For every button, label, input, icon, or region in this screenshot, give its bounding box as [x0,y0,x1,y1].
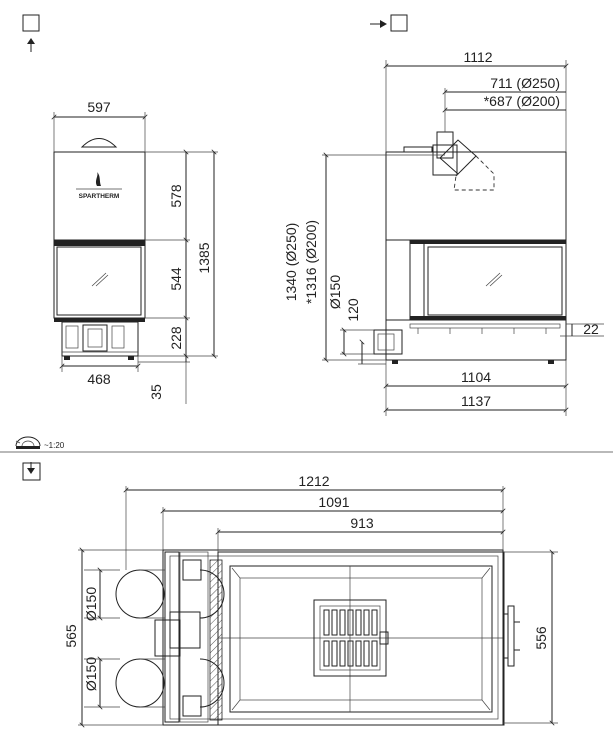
dim-side-depth-base: 1137 [461,393,491,409]
dim-plan-inlet-lower: Ø150 [83,657,99,691]
front-view: SPARTHERM 597 468 578 [51,99,218,404]
dim-plan-width-inner: 913 [350,515,374,531]
scale-label: ~1:20 [44,441,65,450]
dim-front-width-top: 597 [87,99,111,115]
dim-side-flue-200: *687 (Ø200) [484,93,560,109]
dim-front-height-body: 578 [168,184,184,208]
dim-plan-width-total: 1212 [298,473,329,489]
dim-front-height-glass: 544 [168,267,184,291]
dim-side-depth-body: 1104 [461,369,491,385]
view-from-top-icon [22,462,41,481]
spartherm-logo: SPARTHERM [76,172,122,200]
dim-plan-width-mid: 1091 [318,494,349,510]
dim-plan-depth-total: 565 [63,624,79,648]
dim-front-width-bottom: 468 [87,371,111,387]
brand-label: SPARTHERM [79,193,120,200]
dim-front-height-base: 228 [168,326,184,350]
dim-side-flue-250: 711 (Ø250) [490,75,560,91]
dim-side-offset: 22 [583,321,599,337]
view-from-front-icon [22,14,40,52]
scale-icon [15,436,41,449]
dim-plan-depth-inner: 556 [533,626,549,650]
dim-side-height-250: 1340 (Ø250) [283,223,299,302]
plan-view: Ø150 Ø150 565 556 1212 1091 913 [63,473,558,728]
dim-front-foot: 35 [148,384,164,400]
dim-side-inlet-diameter: Ø150 [327,275,343,309]
dim-side-inlet-height: 120 [345,298,361,322]
dim-side-depth-total: 1112 [463,49,492,65]
side-view: 1112 711 (Ø250) *687 (Ø200) 1340 (Ø250) … [283,49,604,416]
dim-side-height-200: *1316 (Ø200) [303,220,319,304]
dim-front-height-total: 1385 [196,242,212,273]
dim-plan-inlet-upper: Ø150 [83,587,99,621]
view-from-side-icon [370,14,408,32]
